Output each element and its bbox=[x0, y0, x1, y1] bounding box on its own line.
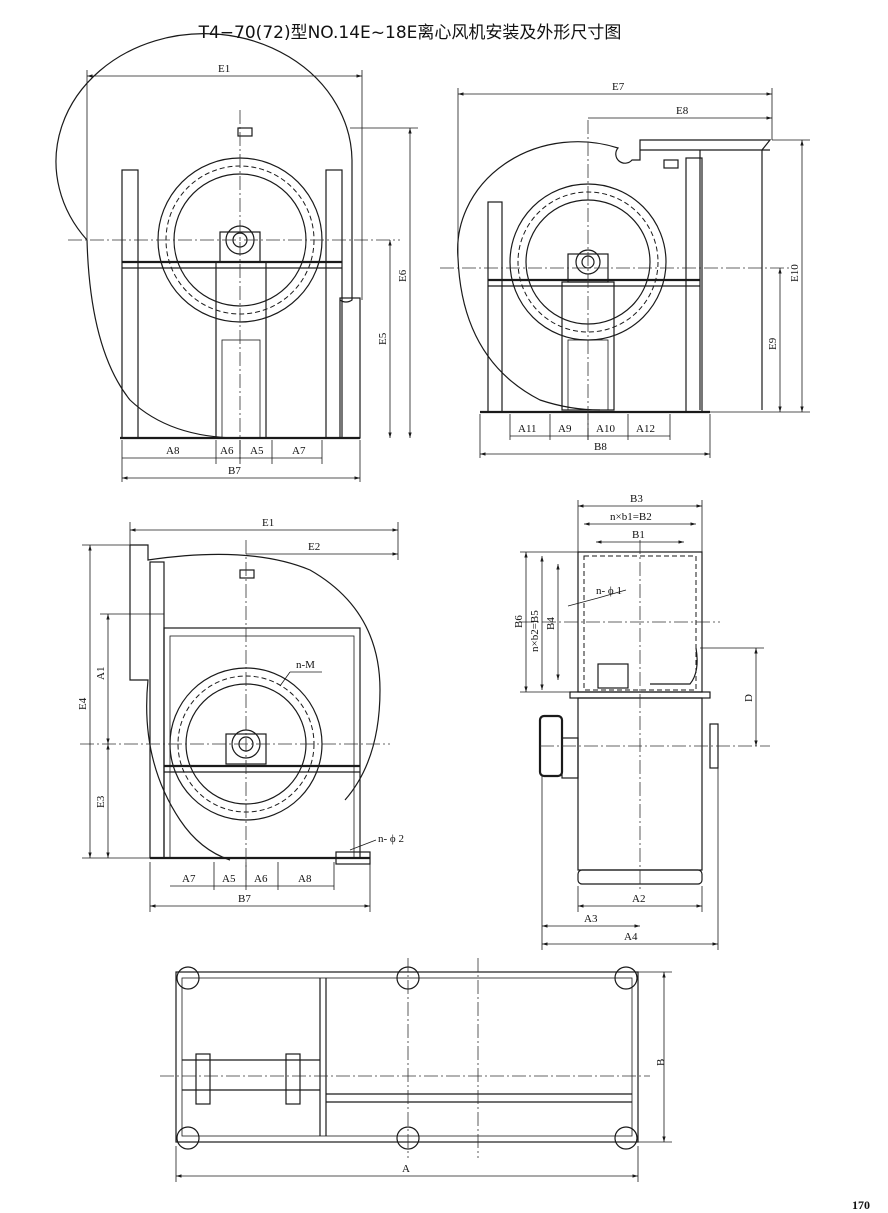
dim-A7-side: A7 bbox=[182, 873, 196, 885]
dim-D: D bbox=[743, 694, 755, 702]
dim-B3: B3 bbox=[630, 493, 643, 505]
dim-E2: E2 bbox=[308, 541, 320, 553]
dim-A10: A10 bbox=[596, 423, 615, 435]
dim-E3: E3 bbox=[95, 795, 107, 808]
view-front-right: E7 E8 E10 E9 A11 A9 A10 A12 B8 bbox=[440, 81, 810, 458]
dim-nb1-B2: n×b1=B2 bbox=[610, 511, 652, 523]
dim-A11: A11 bbox=[518, 423, 537, 435]
page-title: T4−70(72)型NO.14E~18E离心风机安装及外形尺寸图 bbox=[198, 23, 622, 43]
view-side-left: E1 E2 E4 A1 E3 n-M n- ϕ 2 A7 A5 A6 A8 B7 bbox=[77, 517, 404, 912]
label-n-phi2: n- ϕ 2 bbox=[378, 833, 404, 845]
dim-B6: B6 bbox=[513, 615, 525, 628]
dim-A8: A8 bbox=[166, 445, 180, 457]
dim-E10: E10 bbox=[789, 264, 801, 282]
dim-E9: E9 bbox=[767, 337, 779, 350]
dim-A5: A5 bbox=[250, 445, 264, 457]
dim-A5-side: A5 bbox=[222, 873, 236, 885]
dim-E8: E8 bbox=[676, 105, 689, 117]
dim-B7: B7 bbox=[228, 465, 241, 477]
dim-E1: E1 bbox=[218, 63, 230, 75]
dim-A3: A3 bbox=[584, 913, 598, 925]
dim-B: B bbox=[655, 1059, 667, 1066]
label-n-phi1: n- ϕ 1 bbox=[596, 585, 622, 597]
dim-A4: A4 bbox=[624, 931, 638, 943]
page-number: 170 bbox=[852, 1198, 870, 1212]
view-end-right: B3 n×b1=B2 B1 B6 n×b2=B5 B4 n- ϕ 1 D A2 … bbox=[513, 493, 770, 950]
dim-E7: E7 bbox=[612, 81, 625, 93]
dim-nb2-B5: n×b2=B5 bbox=[529, 610, 541, 652]
dim-A1: A1 bbox=[95, 667, 107, 680]
label-n-M: n-M bbox=[296, 659, 315, 671]
dim-E5: E5 bbox=[377, 332, 389, 345]
dim-A12: A12 bbox=[636, 423, 655, 435]
dim-A8-side: A8 bbox=[298, 873, 312, 885]
dim-B8: B8 bbox=[594, 441, 607, 453]
view-base-plan: B A bbox=[160, 958, 672, 1182]
dim-B1: B1 bbox=[632, 529, 645, 541]
dim-A: A bbox=[402, 1163, 410, 1175]
view-front-left: E1 E6 E5 A8 A6 A5 A7 B7 bbox=[55, 33, 418, 482]
dim-A7: A7 bbox=[292, 445, 306, 457]
dim-A9: A9 bbox=[558, 423, 572, 435]
dim-E6: E6 bbox=[397, 269, 409, 282]
dim-B7-side: B7 bbox=[238, 893, 251, 905]
dim-A6-side: A6 bbox=[254, 873, 268, 885]
dim-A2: A2 bbox=[632, 893, 645, 905]
dim-E1-side: E1 bbox=[262, 517, 274, 529]
dim-B4: B4 bbox=[545, 617, 557, 630]
dim-E4: E4 bbox=[77, 697, 89, 710]
dim-A6: A6 bbox=[220, 445, 234, 457]
